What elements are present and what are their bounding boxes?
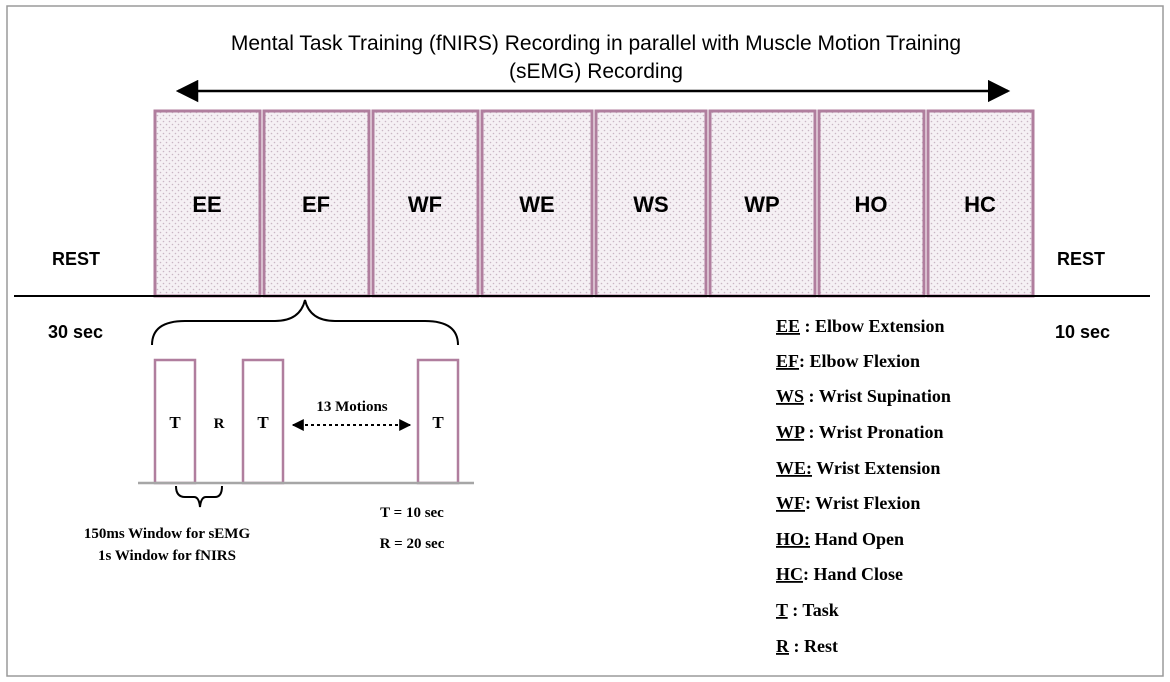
legend-abbr: HO: bbox=[776, 529, 810, 549]
rest-left-duration: 30 sec bbox=[48, 322, 103, 342]
legend-sep: : bbox=[804, 422, 819, 442]
legend-item: WF: Wrist Flexion bbox=[776, 493, 920, 513]
legend-abbr: WP bbox=[776, 422, 805, 442]
task-duration-definition: T = 10 sec bbox=[380, 505, 444, 521]
legend-text: Wrist Supination bbox=[819, 386, 951, 406]
legend-text: Wrist Flexion bbox=[815, 493, 920, 513]
motions-count-label: 13 Motions bbox=[316, 399, 387, 415]
legend-abbr: R bbox=[776, 636, 790, 656]
detail-timeline: T R T T 13 Motions 150ms Window for sEMG… bbox=[84, 358, 474, 564]
legend-item: WP : Wrist Pronation bbox=[776, 422, 944, 442]
legend-sep: : bbox=[799, 351, 810, 371]
expansion-brace bbox=[151, 299, 459, 346]
detail-task-box-1 bbox=[153, 358, 197, 485]
motion-label-hc: HC bbox=[964, 192, 996, 217]
legend-text: Rest bbox=[804, 636, 838, 656]
legend-abbr: T bbox=[776, 600, 788, 620]
legend-abbr: EE bbox=[776, 316, 800, 336]
legend-sep: : bbox=[804, 386, 819, 406]
legend-item: HC: Hand Close bbox=[776, 564, 903, 584]
legend-item: WS : Wrist Supination bbox=[776, 386, 951, 406]
legend-abbr: WF bbox=[776, 493, 805, 513]
detail-task-label-1: T bbox=[169, 413, 181, 432]
legend-text: Wrist Extension bbox=[816, 458, 940, 478]
motion-box-hc bbox=[926, 109, 1035, 298]
legend-item: WE: Wrist Extension bbox=[776, 458, 940, 478]
window-fnirs-label: 1s Window for fNIRS bbox=[98, 548, 236, 564]
legend-sep: : bbox=[788, 600, 803, 620]
diagram-title-line1: Mental Task Training (fNIRS) Recording i… bbox=[231, 32, 961, 55]
rest-duration-definition: R = 20 sec bbox=[380, 536, 445, 552]
legend-item: HO: Hand Open bbox=[776, 529, 904, 549]
legend-sep: : bbox=[800, 316, 815, 336]
motion-label-ef: EF bbox=[302, 192, 330, 217]
legend-abbr: HC bbox=[776, 564, 803, 584]
rest-right-label: REST bbox=[1057, 249, 1105, 269]
detail-task-label-3: T bbox=[432, 413, 444, 432]
legend-item: EE : Elbow Extension bbox=[776, 316, 945, 336]
motion-box-ws bbox=[594, 109, 708, 298]
window-semg-label: 150ms Window for sEMG bbox=[84, 526, 251, 542]
motion-label-wf: WF bbox=[408, 192, 442, 217]
detail-rest-label: R bbox=[214, 416, 225, 432]
diagram-title-line2: (sEMG) Recording bbox=[509, 60, 683, 83]
legend-abbr: EF bbox=[776, 351, 799, 371]
legend-item: R : Rest bbox=[776, 636, 838, 656]
motion-label-ee: EE bbox=[192, 192, 221, 217]
motion-label-ho: HO bbox=[855, 192, 888, 217]
legend-item: T : Task bbox=[776, 600, 839, 620]
window-brace bbox=[175, 485, 223, 508]
motion-box-ef bbox=[262, 109, 371, 298]
motion-label-ws: WS bbox=[633, 192, 668, 217]
rest-right-duration: 10 sec bbox=[1055, 322, 1110, 342]
motion-box-wp bbox=[708, 109, 817, 298]
motion-label-wp: WP bbox=[744, 192, 779, 217]
motion-box-ho bbox=[817, 109, 926, 298]
motion-boxes: EE EF WF WE WS WP HO HC bbox=[153, 109, 1035, 298]
legend-sep: : bbox=[803, 564, 814, 584]
legend-abbr: WS bbox=[776, 386, 804, 406]
rest-left-label: REST bbox=[52, 249, 100, 269]
legend-text: Wrist Pronation bbox=[819, 422, 944, 442]
motion-box-we bbox=[480, 109, 594, 298]
motion-label-we: WE bbox=[519, 192, 554, 217]
detail-task-label-2: T bbox=[257, 413, 269, 432]
outer-frame bbox=[6, 5, 1164, 677]
legend-text: Elbow Flexion bbox=[810, 351, 921, 371]
legend-sep: : bbox=[789, 636, 804, 656]
legend-text: Elbow Extension bbox=[815, 316, 945, 336]
legend: EE : Elbow Extension EF: Elbow Flexion W… bbox=[776, 316, 951, 656]
legend-text: Task bbox=[802, 600, 838, 620]
legend-text: Hand Close bbox=[814, 564, 904, 584]
legend-abbr: WE: bbox=[776, 458, 812, 478]
legend-sep: : bbox=[805, 493, 815, 513]
legend-text: Hand Open bbox=[815, 529, 905, 549]
legend-item: EF: Elbow Flexion bbox=[776, 351, 920, 371]
